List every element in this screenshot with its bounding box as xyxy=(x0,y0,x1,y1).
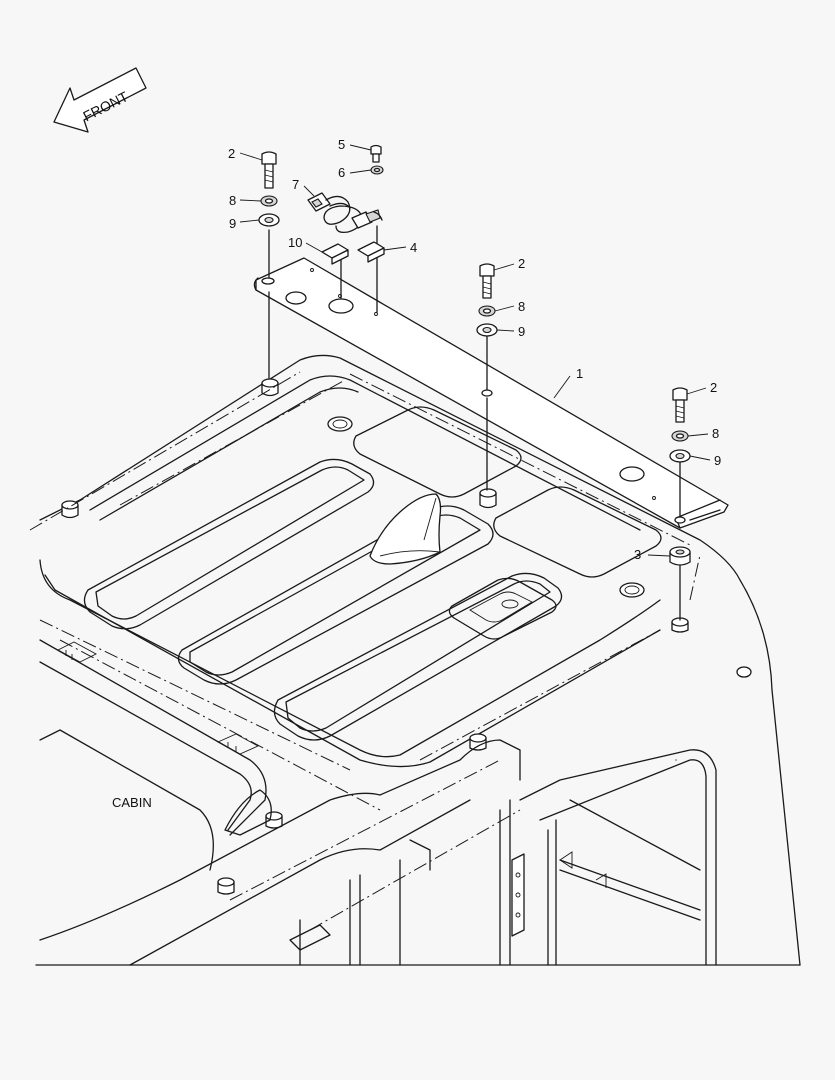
front-arrow: FRONT xyxy=(53,67,147,133)
callout-9: 9 xyxy=(714,453,721,468)
antenna-bracket xyxy=(253,257,729,529)
callout-2: 2 xyxy=(710,380,717,395)
callout-7: 7 xyxy=(292,177,299,192)
rubber-mount-3 xyxy=(669,546,691,566)
callout-8: 8 xyxy=(712,426,719,441)
bolt-5 xyxy=(370,144,382,163)
assembly-lines xyxy=(268,225,681,621)
callout-2: 2 xyxy=(228,146,235,161)
callout-labels: 2 8 9 5 6 7 10 4 2 8 9 1 2 8 9 3 xyxy=(228,137,721,562)
callout-9: 9 xyxy=(518,324,525,339)
callout-9: 9 xyxy=(229,216,236,231)
antenna-cable-7 xyxy=(307,192,383,234)
bolt-2c xyxy=(672,387,688,423)
callout-5: 5 xyxy=(338,137,345,152)
bolt-2a xyxy=(261,151,277,189)
washers xyxy=(258,165,691,463)
clip-4 xyxy=(357,241,385,263)
callout-leaders xyxy=(239,144,711,557)
callout-8: 8 xyxy=(229,193,236,208)
callout-3: 3 xyxy=(634,547,641,562)
bolt-2b xyxy=(479,263,495,299)
callout-2: 2 xyxy=(518,256,525,271)
callout-1: 1 xyxy=(576,366,583,381)
callout-10: 10 xyxy=(288,235,302,250)
callout-6: 6 xyxy=(338,165,345,180)
clip-10 xyxy=(321,243,349,265)
cabin-roof xyxy=(29,354,801,966)
cabin-label: CABIN xyxy=(112,795,152,810)
callout-4: 4 xyxy=(410,240,417,255)
callout-8: 8 xyxy=(518,299,525,314)
